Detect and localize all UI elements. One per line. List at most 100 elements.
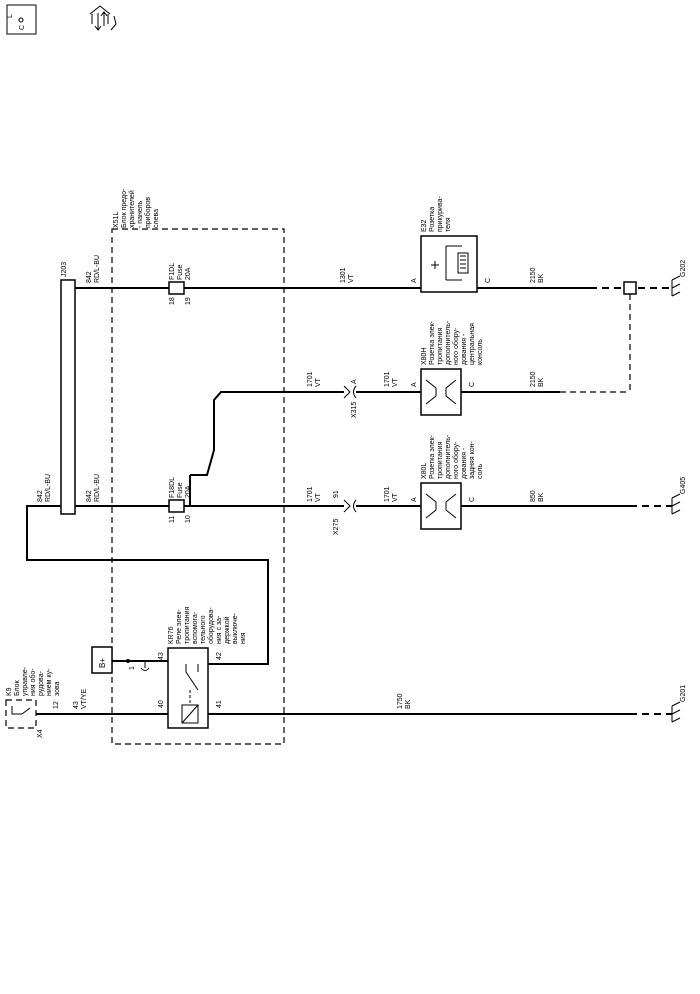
wire-850-color: BK (538, 492, 545, 502)
wire-1301-circuit: 1301 (340, 267, 347, 283)
connector-x275-id: X275 (333, 519, 340, 535)
e32-pin-a: A (411, 278, 418, 283)
kr76-pin-40: 40 (158, 700, 165, 708)
splice-j203 (60, 279, 76, 515)
connector-x275 (343, 499, 357, 513)
k9-desc-line-4: рудова- (38, 670, 45, 696)
lighter-socket-e32 (420, 235, 478, 293)
x51l-desc-line-3: - панель (137, 200, 144, 228)
fuse-f18dl-rating: 20A (185, 485, 192, 498)
ground-g405-icon (671, 493, 681, 515)
fuse-f1dl-id: F1DL (169, 263, 176, 280)
connector-x275-pin: 91 (333, 490, 340, 498)
kr76-desc-line-6: ния с за- (216, 615, 223, 644)
kr76-desc-line-5: оборудова- (207, 607, 215, 644)
fuse-f1dl-type: Fuse (177, 264, 184, 280)
connector-x4-id: X4 (37, 729, 44, 738)
kr76-desc-line-7: держкой (223, 616, 231, 644)
ground-g405-label: G405 (680, 477, 687, 494)
x80l-desc-line-5: дования - (461, 447, 468, 479)
fuse-f1dl (168, 281, 185, 295)
power-ground-service-icon (89, 5, 117, 31)
fuse-f18dl-pin-out: 10 (185, 515, 192, 523)
x80l-desc-line-7: соль (477, 464, 484, 479)
x80h-desc-line-1: Розетка элек- (429, 320, 436, 365)
ground-g201-icon (671, 701, 681, 723)
fuse-block-x51l-label: X51L Блок предо- хранителей - панель при… (113, 188, 160, 228)
fuse-f18dl (168, 499, 185, 513)
wire-1701-x315-color: VT (315, 377, 322, 387)
e32-desc-line-2: прикурива- (437, 196, 444, 232)
svg-text:C: C (19, 25, 26, 30)
outlet-contacts-x80l-icon (425, 493, 457, 519)
wire-1750-color: BK (405, 699, 412, 709)
wire-2150-e32-color: BK (538, 273, 545, 283)
wire-1701-x275-circuit: 1701 (307, 486, 314, 502)
x80h-desc-line-6: центральная (469, 323, 476, 365)
x80h-desc-line-2: тропитания (437, 328, 444, 365)
wire-1701-x275-color: VT (315, 492, 322, 502)
wire-2150-x80h-circuit: 2150 (530, 371, 537, 387)
kr76-desc-line-3: вспомога- (192, 611, 199, 644)
wire-b-plus-junction (126, 659, 130, 663)
wire-842-top-color: RD/L-BU (94, 255, 101, 283)
kr76-desc-line-9: ния (240, 632, 247, 644)
kr76-desc-line-8: выключе- (232, 612, 239, 644)
x80h-desc-line-4: ного обору- (452, 327, 460, 365)
wire-1701-x315-circuit: 1701 (307, 371, 314, 387)
relay-contact-switch-icon (185, 664, 199, 705)
fuse-f18dl-type: Fuse (177, 482, 184, 498)
x80l-id: X80L (421, 463, 428, 479)
fuse-f1dl-pin-in: 18 (169, 297, 176, 305)
wire-1701-x80l-circuit: 1701 (384, 486, 391, 502)
wire-1701-x80l-color: VT (392, 492, 399, 502)
k9-desc-line-3: ния обо- (29, 668, 37, 696)
fuse-f18dl-pin-in: 11 (169, 516, 176, 523)
x80h-pin-c: C (469, 382, 476, 387)
x51l-desc-line-4: приборов (144, 197, 152, 228)
x51l-desc-line-5: слева (153, 209, 160, 228)
e32-id: E32 (421, 219, 428, 232)
kr76-id: KR76 (168, 626, 175, 644)
connector-x315-id: X315 (351, 402, 358, 418)
relay-coil-icon (181, 704, 199, 724)
e32-desc-line-3: теля (445, 217, 452, 232)
x80h-desc-line-5: дования - (461, 333, 468, 365)
k9-desc-line-2: управле- (22, 666, 29, 696)
x80l-pin-a: A (411, 497, 418, 502)
kr76-pin-1: 1 (129, 666, 136, 670)
x80h-desc-line-3: дополнитель- (445, 320, 452, 365)
kr76-desc-line-2: тропитания (184, 607, 191, 644)
wire-842-mid-color: RD/L-BU (94, 474, 101, 502)
ground-g202-icon (671, 275, 681, 297)
wire-842-top-circuit: 842 (86, 271, 93, 283)
k9-id: K9 (6, 687, 13, 696)
ground-g202-label: G202 (680, 260, 687, 277)
wire-842-left-circuit: 842 (37, 490, 44, 502)
wire-1701-x80h-circuit: 1701 (384, 371, 391, 387)
connector-x315-pin: A (351, 379, 358, 384)
kr76-pin-42: 42 (216, 652, 223, 660)
kr76-pin-43: 43 (158, 652, 165, 660)
x51l-id: X51L (113, 212, 120, 228)
fuse-f18dl-id: F18DL (169, 477, 176, 498)
e32-pin-c: C (485, 278, 492, 283)
kr76-desc-line-4: тельного (200, 615, 207, 644)
x80l-desc-line-2: тропитания (437, 442, 444, 479)
wire-43-circuit: 43 (73, 701, 80, 709)
fuse-block-x51l-outline (111, 228, 285, 745)
location-o-c-icon: L C (6, 4, 37, 35)
wire-842-left-color: RD/L-BU (45, 474, 52, 502)
e32-desc-line-1: Розетка (429, 207, 436, 232)
x80h-id: X80H (421, 347, 428, 365)
wire-2150-x80h-color: BK (538, 377, 545, 387)
wire-1701-x80h-color: VT (392, 377, 399, 387)
wire-842-left (26, 505, 269, 665)
connector-x315 (343, 385, 357, 399)
k9-desc-line-1: Блок (14, 679, 21, 696)
fuse-f1dl-pin-out: 19 (185, 297, 192, 305)
splice-j203-label: J203 (61, 262, 68, 277)
x80l-desc-line-6: задняя кон- (469, 441, 476, 479)
power-outlet-x80h (420, 368, 462, 416)
power-outlet-x80l (420, 482, 462, 530)
